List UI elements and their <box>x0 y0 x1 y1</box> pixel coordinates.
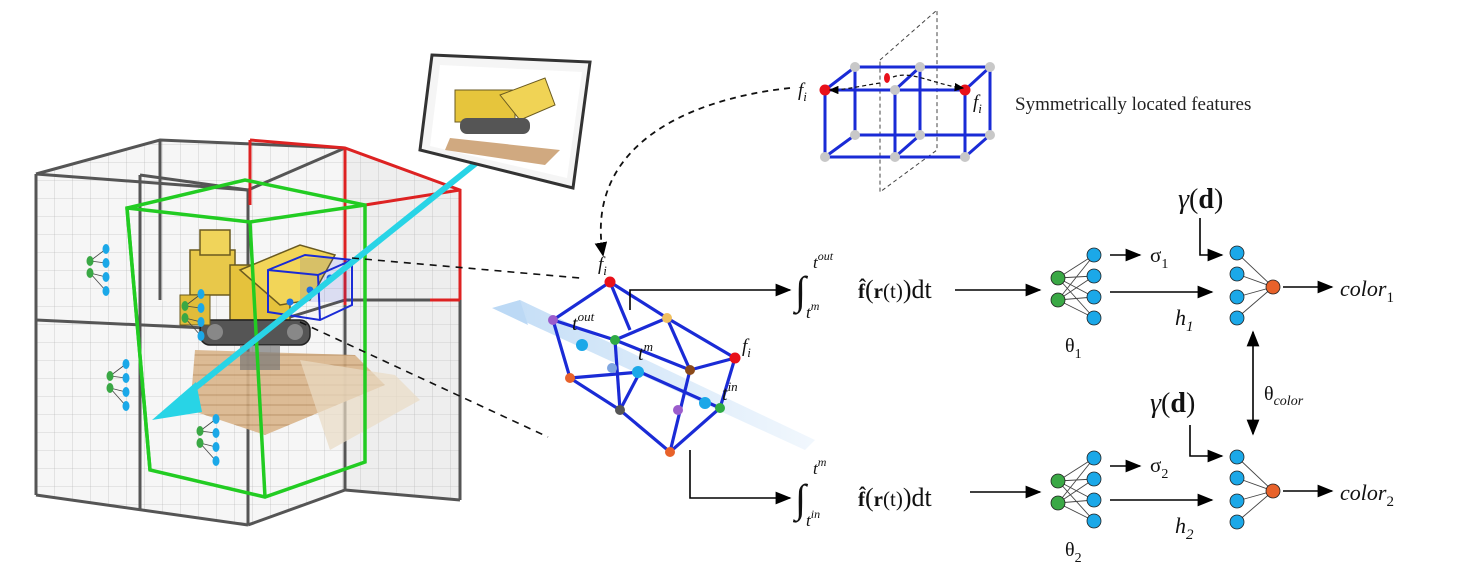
integral2-f: f̂ <box>858 486 866 511</box>
symmetric-features: fi fi Symmetrically located features <box>798 8 1251 193</box>
ray-points <box>576 339 711 409</box>
integral-to-net-arrows <box>955 283 1042 499</box>
t-m-sup: m <box>644 339 653 354</box>
svg-text:fi: fi <box>598 254 607 278</box>
integral1-lower: t <box>806 303 812 322</box>
color-output-arrows <box>1246 280 1334 498</box>
color-network-1 <box>1229 245 1281 326</box>
svg-text:∫: ∫ <box>792 476 809 523</box>
fi-label-sym-right: f <box>973 92 981 113</box>
symmetric-caption: Symmetrically located features <box>1015 94 1251 115</box>
camera-image <box>418 53 592 190</box>
theta2-label: θ2 <box>1065 539 1082 566</box>
t-out-label: t <box>572 313 578 335</box>
svg-text:fi: fi <box>973 92 982 116</box>
fi-sub-sym-right: i <box>978 101 982 116</box>
svg-text:tm: tm <box>638 339 653 365</box>
h1-label: h1 <box>1175 305 1194 335</box>
svg-text:tm: tm <box>813 455 827 478</box>
integral1-open: ( <box>865 275 874 304</box>
net-output-arrows <box>1110 248 1214 507</box>
feature-link-arrow <box>594 87 791 257</box>
integral2-open: ( <box>865 483 874 512</box>
integral2-upper-sup: m <box>818 455 827 469</box>
red-voxel-box <box>248 138 462 305</box>
color2-output: color2 <box>1340 480 1394 510</box>
gamma-arrows <box>1189 218 1224 463</box>
integral2-r: r <box>874 487 883 511</box>
density-network-1 <box>1050 247 1102 326</box>
t-in-sup: in <box>728 379 738 394</box>
color-network-2 <box>1229 449 1281 530</box>
voxel-grid <box>34 97 557 527</box>
integral1-upper-sup: out <box>818 249 834 263</box>
green-voxel-box <box>125 178 367 499</box>
integral2-close: )dt <box>903 483 933 512</box>
integral2-upper: t <box>813 459 819 478</box>
t-out-sup: out <box>578 309 595 324</box>
integral1-r: r <box>874 279 883 303</box>
fi-label-right: f <box>742 336 750 357</box>
integral1-rest: (t) <box>883 279 903 303</box>
integral2-lower-sup: in <box>811 507 820 521</box>
fi-sub-sym-left: i <box>803 89 807 104</box>
svg-text:tout: tout <box>813 249 834 272</box>
fi-sub-right: i <box>747 345 751 360</box>
h2-label: h2 <box>1175 513 1194 543</box>
t-m-label: t <box>638 343 644 365</box>
integral-top: ∫ tout tm f̂(r(t))dt <box>792 249 932 322</box>
svg-text:∫: ∫ <box>792 268 809 315</box>
fi-sub-top: i <box>603 263 607 278</box>
t-in-label: t <box>722 383 728 405</box>
fi-label-sym-left: f <box>798 80 806 101</box>
integral1-upper: t <box>813 253 819 272</box>
svg-text:tin: tin <box>722 379 738 405</box>
sigma1-label: σ1 <box>1150 243 1168 272</box>
integral-connectors <box>629 283 792 505</box>
svg-text:f̂(r(t))dt: f̂(r(t))dt <box>858 275 932 304</box>
gamma1-label: γ(d) <box>1178 184 1223 215</box>
zoomed-voxel: fi fi tout tm tin <box>492 254 815 457</box>
color1-output: color1 <box>1340 276 1394 306</box>
svg-text:fi: fi <box>798 80 807 104</box>
svg-text:tm: tm <box>806 299 820 322</box>
svg-text:fi: fi <box>742 336 751 360</box>
sigma2-label: σ2 <box>1150 453 1168 482</box>
fi-label-top: f <box>598 254 606 275</box>
svg-text:tin: tin <box>806 507 820 530</box>
integral2-lower: t <box>806 511 812 530</box>
svg-text:tout: tout <box>572 309 595 335</box>
theta-color-label: θcolor <box>1264 383 1304 409</box>
density-network-2 <box>1050 450 1102 529</box>
theta1-label: θ1 <box>1065 335 1082 362</box>
integral1-lower-sup: m <box>811 299 820 313</box>
integral-bottom: ∫ tm tin f̂(r(t))dt <box>792 455 932 530</box>
corner-features <box>548 276 741 457</box>
integral2-rest: (t) <box>883 487 903 511</box>
voxel-networks <box>86 244 220 467</box>
gamma2-label: γ(d) <box>1150 388 1195 419</box>
integral1-close: )dt <box>903 275 933 304</box>
svg-text:f̂(r(t))dt: f̂(r(t))dt <box>858 483 932 512</box>
zoom-connectors <box>299 257 581 438</box>
integral1-f: f̂ <box>858 278 866 303</box>
